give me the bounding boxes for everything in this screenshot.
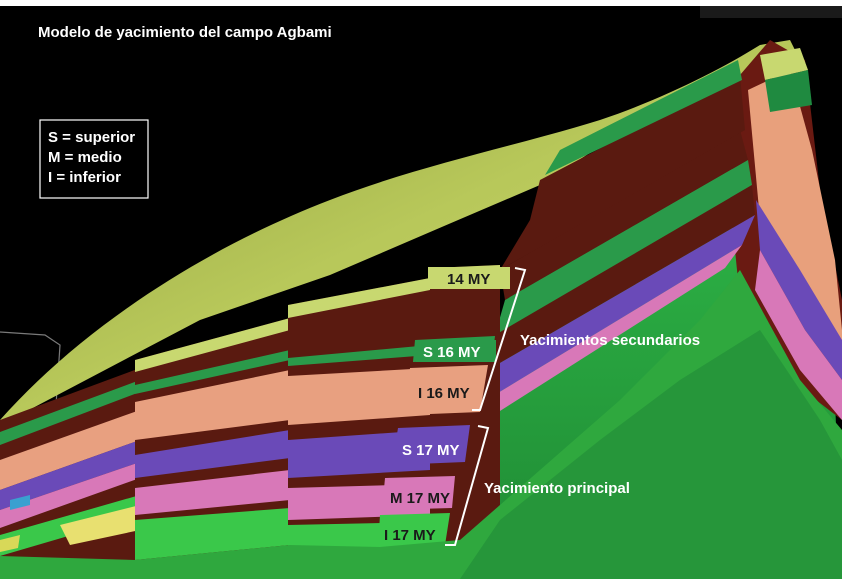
label-14my-bg xyxy=(428,267,510,289)
label-14my: 14 MY xyxy=(447,271,490,288)
label-i16my: I 16 MY xyxy=(418,385,470,402)
brown-band-slope xyxy=(488,185,755,370)
block-2-green-low xyxy=(135,508,290,560)
block-2-purple xyxy=(135,430,290,478)
green-band-upper xyxy=(545,60,742,175)
top-margin xyxy=(0,0,842,6)
salmon-band-right xyxy=(748,70,842,360)
pink-band-slope xyxy=(470,245,742,430)
block-3-top xyxy=(288,278,430,318)
label-yacimientos-secundarios: Yacimientos secundarios xyxy=(520,332,700,349)
bracket-secundarios xyxy=(472,267,527,411)
brown-band-slope xyxy=(500,130,748,300)
diagram-title: Modelo de yacimiento del campo Agbami xyxy=(38,24,332,41)
basal-green-shade xyxy=(460,330,842,579)
pink-band-right xyxy=(755,250,842,420)
block-1-green xyxy=(0,380,140,445)
block-1-yellow-low xyxy=(60,505,140,545)
bracket-principal xyxy=(445,425,490,546)
corner-tab xyxy=(700,6,842,18)
brown-band-upper xyxy=(500,75,745,270)
green-band-right xyxy=(765,70,812,112)
block-1-salmon xyxy=(0,410,140,490)
legend-superior: S = superior xyxy=(48,129,135,146)
block-4-pink xyxy=(382,476,455,510)
purple-band-right xyxy=(756,200,842,380)
block-2-salmon xyxy=(135,370,290,440)
block-2-green xyxy=(135,350,290,394)
label-s16my: S 16 MY xyxy=(423,344,481,361)
geologic-model xyxy=(0,40,842,579)
legend-box xyxy=(39,119,149,199)
block-1-pink xyxy=(0,462,140,528)
block-3-purple xyxy=(288,430,430,478)
block-1-purple xyxy=(0,440,140,510)
label-s16my-bg xyxy=(416,340,496,362)
crest-cap xyxy=(760,48,808,80)
label-yacimiento-principal: Yacimiento principal xyxy=(484,480,630,497)
block-3-green xyxy=(288,345,430,366)
green-band-slope xyxy=(495,160,752,335)
block-1-yellow xyxy=(0,535,20,552)
label-m17my: M 17 MY xyxy=(390,490,450,507)
block-2-top xyxy=(135,318,290,372)
block-2-pink xyxy=(135,470,290,515)
block-4-salmon xyxy=(405,365,488,415)
block-1-blue xyxy=(10,495,30,510)
block-4-purple xyxy=(392,425,470,465)
purple-band-slope xyxy=(478,215,755,405)
label-s17my: S 17 MY xyxy=(402,442,460,459)
block-3-salmon xyxy=(288,368,430,425)
label-i17my: I 17 MY xyxy=(384,527,436,544)
block-4-green-low xyxy=(378,513,450,547)
legend-medio: M = medio xyxy=(48,149,122,166)
legend-inferior: I = inferior xyxy=(48,169,121,186)
